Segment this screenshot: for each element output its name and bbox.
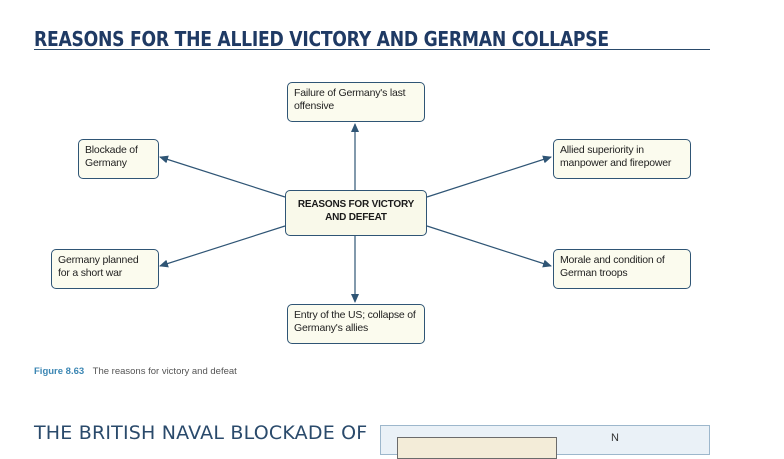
figure-caption: Figure 8.63 The reasons for victory and … [34,366,237,377]
section-heading-naval-blockade: THE BRITISH NAVAL BLOCKADE OF [34,422,368,444]
page-title: REASONS FOR THE ALLIED VICTORY AND GERMA… [34,27,609,51]
figure-caption-text: The reasons for victory and defeat [92,366,237,377]
node-morale-german-troops: Morale and condition of German troops [553,249,691,289]
node-center-reasons: REASONS FOR VICTORY AND DEFEAT [285,190,427,236]
arrow-to-lower-left [159,225,286,268]
arrow-to-upper-left [159,155,286,198]
node-allied-superiority: Allied superiority in manpower and firep… [553,139,691,179]
arrow-to-upper-right [426,155,552,198]
title-rule [34,49,710,50]
side-panel: N [380,425,710,459]
side-panel-letter: N [611,432,619,444]
diagram-connectors [159,123,552,303]
node-blockade-of-germany: Blockade of Germany [78,139,159,179]
node-entry-of-us: Entry of the US; collapse of Germany's a… [287,304,425,344]
node-short-war: Germany planned for a short war [51,249,159,289]
node-failure-last-offensive: Failure of Germany's last offensive [287,82,425,122]
arrow-to-lower-right [426,225,552,268]
figure-number: Figure 8.63 [34,366,85,377]
side-panel-map-image [397,437,557,459]
